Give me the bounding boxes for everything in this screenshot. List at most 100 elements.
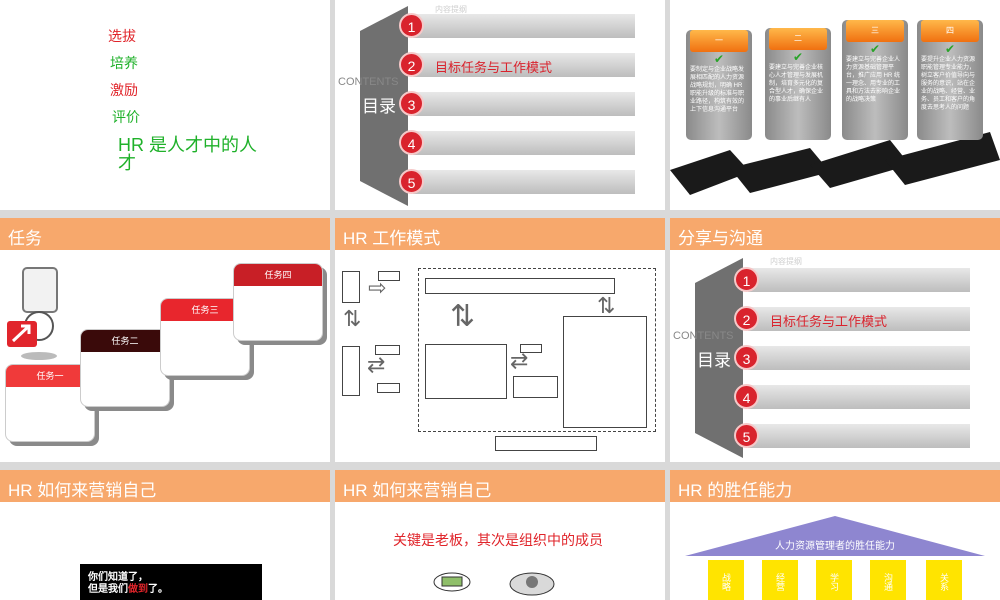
right-tall-box: [563, 316, 647, 428]
competency-pillar: 沟通: [870, 560, 906, 600]
headline: 关键是老板，其次是组织中的成员: [393, 532, 603, 548]
strategy-pillar: 一✔要制定与企业战略发展相匹配的人力资源战略规划，明确 HR 职能升级的标准与职…: [686, 30, 752, 140]
task-card-title: 任务四: [234, 264, 322, 286]
slide-thumbnail-2[interactable]: 内容提纲 CONTENTS 目录 1 2 目标任务与工作模式 3 4 5: [335, 0, 665, 210]
toc-number-badge: 5: [734, 423, 759, 448]
toc-row: [413, 53, 635, 77]
small-label-box: [513, 376, 558, 398]
toc-row: [748, 385, 970, 409]
toc-row: [748, 268, 970, 292]
slide-title-bar: HR 的胜任能力: [670, 470, 1000, 502]
faint-header: 内容提纲: [435, 5, 467, 14]
toc-number-badge: 2: [734, 306, 759, 331]
small-label-box: [375, 345, 400, 355]
slide-thumbnail-7[interactable]: HR 如何来营销自己 你们知道了， 但是我们做到了。: [0, 470, 330, 600]
toc-row: [413, 170, 635, 194]
toc-number-badge: 2: [399, 52, 424, 77]
slide-thumbnail-4[interactable]: 任务 任务一 任务二 任务三 任务四: [0, 218, 330, 462]
small-label-box: [520, 344, 542, 353]
slide-thumbnail-6[interactable]: 分享与沟通 内容提纲 CONTENTS 目录 1 2 目标任务与工作模式 3 4 5: [670, 218, 1000, 462]
slide-thumbnail-8[interactable]: HR 如何来营销自己 关键是老板，其次是组织中的成员: [335, 470, 665, 600]
slide-thumbnail-9[interactable]: HR 的胜任能力 人力资源管理者的胜任能力 战略经营学习沟通关系: [670, 470, 1000, 600]
leftright-arrow-icon: ⇄: [510, 348, 529, 373]
cartoon-figure-icon: [509, 572, 555, 596]
updown-arrow-icon: ⇅: [450, 300, 476, 333]
toc-item-label: 目标任务与工作模式: [770, 314, 888, 329]
keyword-1: 选拔: [108, 28, 136, 44]
dashed-frame: [418, 268, 656, 432]
left-column-top: [342, 271, 360, 303]
updown-arrow-icon: ⇅: [597, 293, 616, 318]
pillar-tab: 一: [690, 30, 748, 52]
toc-row: [413, 131, 635, 155]
check-icon: ✔: [713, 52, 725, 66]
pointer-figure-icon: [7, 267, 58, 360]
toc-item-label: 目标任务与工作模式: [435, 60, 553, 75]
strategy-pillar: 三✔要建立与完善企业人力资源基础管理平台，推广应用 HR 统一理念、用专业的工具…: [842, 20, 908, 140]
contents-cn: 目录: [362, 97, 396, 116]
slide-thumbnail-5[interactable]: HR 工作模式 ⇅ ⇨ ⇄ ⇅ ⇅ ⇄: [335, 218, 665, 462]
pillar-tab: 三: [846, 20, 904, 42]
black-message-box: 你们知道了， 但是我们做到了。: [80, 564, 262, 600]
slide-title-bar: 分享与沟通: [670, 218, 1000, 250]
task-card-title: 任务一: [6, 365, 94, 387]
toc-row: [748, 307, 970, 331]
check-icon: ✔: [944, 42, 956, 56]
left-column-bottom: [342, 346, 360, 396]
toc-number-badge: 3: [734, 345, 759, 370]
keyword-2: 培养: [110, 55, 138, 71]
toc-row: [748, 424, 970, 448]
toc-row: [413, 92, 635, 116]
competency-pillar: 学习: [816, 560, 852, 600]
competency-pillar: 经营: [762, 560, 798, 600]
middle-box: [425, 344, 507, 399]
toc-row: [413, 14, 635, 38]
small-label-box: [378, 271, 400, 281]
contents-en: CONTENTS: [673, 330, 734, 342]
pillar-text: 要制定与企业战略发展相匹配的人力资源战略规划，明确 HR 职能升级的标准与职业路…: [690, 67, 745, 113]
pediment-roof: [685, 516, 985, 556]
pillar-text: 要建立与完善企业核心人才管理与发展机制，培育多元化的复合型人才，确保企业的事业后…: [769, 65, 824, 103]
toc-row: [748, 346, 970, 370]
pillar-tab: 四: [921, 20, 979, 42]
contents-wedge: [695, 258, 743, 458]
toc-number-badge: 1: [734, 267, 759, 292]
check-icon: ✔: [869, 42, 881, 56]
keyword-3: 激励: [110, 82, 138, 98]
toc-number-badge: 1: [399, 13, 424, 38]
slide-thumbnail-3[interactable]: 一✔要制定与企业战略发展相匹配的人力资源战略规划，明确 HR 职能升级的标准与职…: [670, 0, 1000, 210]
updown-arrow-icon: ⇅: [343, 306, 362, 331]
leftright-arrow-icon: ⇄: [367, 352, 386, 377]
contents-cn: 目录: [697, 351, 731, 370]
task-card: 任务四: [233, 263, 323, 341]
pillar-text: 要提升企业人力资源职能管理专业能力，树立客户价值导向与服务的意识，站在企业的战略…: [921, 57, 976, 111]
faint-header: 内容提纲: [770, 257, 802, 266]
roof-label: 人力资源管理者的胜任能力: [775, 541, 895, 552]
slide-title-bar: HR 如何来营销自己: [335, 470, 665, 502]
pillar-text: 要建立与完善企业人力资源基础管理平台，推广应用 HR 统一理念、用专业的工具和方…: [846, 57, 901, 103]
task-card: 任务二: [80, 329, 170, 407]
slide-title-bar: HR 如何来营销自己: [0, 470, 330, 502]
toc-number-badge: 4: [734, 384, 759, 409]
contents-en: CONTENTS: [338, 76, 399, 88]
slide-thumbnail-1[interactable]: 选拔 培养 激励 评价 HR 是人才中的人才: [0, 0, 330, 210]
message-line-1: 你们知道了，: [88, 572, 148, 583]
pillar-tab: 二: [769, 28, 827, 50]
task-card-title: 任务二: [81, 330, 169, 352]
task-card-title: 任务三: [161, 299, 249, 321]
tagline: HR 是人才中的人才: [118, 135, 257, 173]
contents-wedge: [360, 6, 408, 206]
keyword-4: 评价: [112, 109, 140, 125]
slide-title-bar: HR 工作模式: [335, 218, 665, 250]
strategy-pillar: 二✔要建立与完善企业核心人才管理与发展机制，培育多元化的复合型人才，确保企业的事…: [765, 28, 831, 140]
toc-number-badge: 5: [399, 169, 424, 194]
top-wide-box: [425, 278, 615, 294]
pillar-bases: [670, 132, 1000, 195]
message-line-2: 但是我们做到了。: [88, 584, 168, 595]
toc-number-badge: 4: [399, 130, 424, 155]
right-arrow-icon: ⇨: [368, 275, 387, 300]
slide-title-bar: 任务: [0, 218, 330, 250]
toc-number-badge: 3: [399, 91, 424, 116]
check-icon: ✔: [792, 50, 804, 64]
